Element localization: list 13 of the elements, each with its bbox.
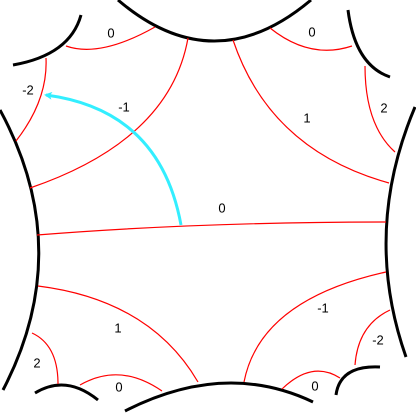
- arc-label: -1: [317, 302, 329, 314]
- arc-label: -1: [118, 100, 130, 114]
- arc-label: 0: [115, 380, 123, 394]
- arc-label: 0: [311, 380, 319, 392]
- arc-label: 1: [114, 322, 122, 334]
- arc-label: 0: [308, 26, 316, 38]
- arc-label: 2: [380, 102, 388, 114]
- arc-label: -2: [22, 84, 34, 96]
- arc-label: 1: [303, 112, 311, 124]
- arc-label: 2: [33, 356, 41, 370]
- arc-label: -2: [372, 334, 384, 346]
- arc-label: 0: [107, 26, 115, 40]
- arc-label: 0: [218, 202, 226, 214]
